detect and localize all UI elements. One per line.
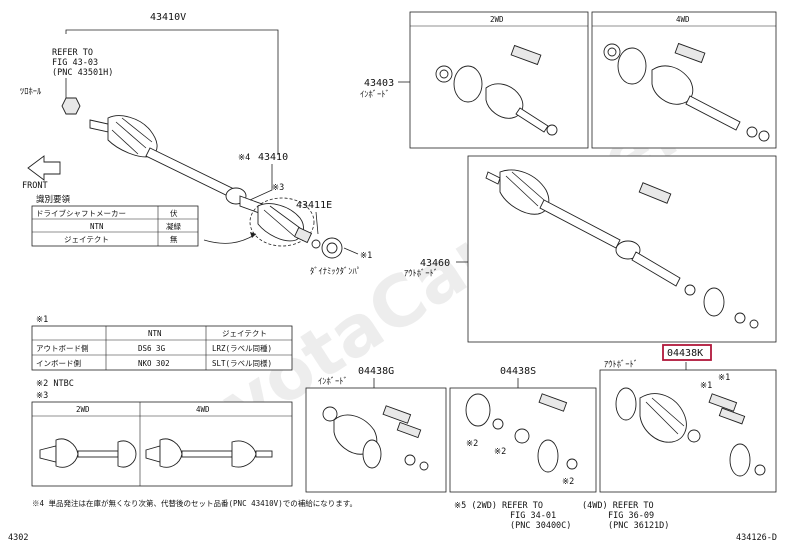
drive-shaft-assembly xyxy=(89,115,263,215)
note4: ※4 単品発注は在庫が無くなり次第、代替後のセット品番(PNC 43410V)で… xyxy=(32,498,357,508)
refer2-line2: FIG 34-01 xyxy=(510,511,556,521)
label-outboard2: ｱｳﾄﾎﾞｰﾄﾞ xyxy=(604,360,638,370)
inner-joint xyxy=(257,203,313,244)
parts-cell-0-0: アウトボード側 xyxy=(36,343,89,353)
label-inboard: ｲﾝﾎﾞｰﾄﾞ xyxy=(360,90,390,100)
parts-cell-0-1: DS6 3G xyxy=(138,344,166,353)
box-04438g xyxy=(305,387,447,493)
footer-left: 4302 xyxy=(8,533,28,543)
note2: ※2 NTBC xyxy=(36,379,74,389)
refer3-line2: FIG 36-09 xyxy=(608,511,654,521)
box-04438k xyxy=(599,369,777,493)
refer3-line3: (PNC 36121D) xyxy=(608,521,669,531)
ident-cell-0-1: 伏 xyxy=(170,208,178,218)
label-43410: 43410 xyxy=(258,152,288,163)
detail-ellipse xyxy=(249,197,315,247)
compare-4wd: 4WD xyxy=(196,405,210,414)
tab-2wd: 2WD xyxy=(490,15,504,24)
hole-label: ﾂﾛﾎｰﾙ xyxy=(20,87,42,97)
ident-cell-1-0: NTN xyxy=(90,222,104,231)
refer2-line3: (PNC 30400C) xyxy=(510,521,571,531)
ident-cell-0-0: ドライブシャフトメーカー xyxy=(36,208,126,218)
ident-title: 識別要領 xyxy=(36,194,71,205)
parts-cell-1-1: NKO 302 xyxy=(138,359,170,368)
label-04438k: 04438K xyxy=(667,348,703,359)
hub-nut xyxy=(61,97,81,115)
highlight-04438k xyxy=(662,344,712,361)
parts-header-jtekt: ジェイテクト xyxy=(222,329,267,338)
refer1-line2: FIG 43-03 xyxy=(52,58,98,68)
note1-title: ※1 xyxy=(36,315,48,325)
mark1-k2: ※1 xyxy=(718,373,730,383)
box-outboard xyxy=(467,155,777,343)
label-43410v: 43410V xyxy=(150,12,186,23)
refer3-line1: (4WD) REFER TO xyxy=(582,501,654,511)
leader-43410v xyxy=(65,29,279,155)
parts-cell-1-0: インボード側 xyxy=(36,358,81,368)
parts-table: NTN ジェイテクト アウトボード側 DS6 3G LRZ(ラベル同種) インボ… xyxy=(31,325,293,371)
refer2-line1: ※5 (2WD) REFER TO xyxy=(454,501,543,511)
ident-arrow xyxy=(203,233,257,244)
box-inboard-2wd: 2WD xyxy=(409,11,589,149)
label-43411e: 43411E xyxy=(296,200,332,211)
ident-cell-2-1: 無 xyxy=(170,234,178,244)
label-43403: 43403 xyxy=(364,78,394,89)
compare-2wd: 2WD xyxy=(76,405,90,414)
label-43460: 43460 xyxy=(420,258,450,269)
dynamic-damper-label: ﾀﾞｲﾅﾐｯｸﾀﾞﾝﾊﾟ xyxy=(310,267,361,277)
ident-cell-1-1: 凝緑 xyxy=(166,221,181,231)
shaft-compare-box: 2WD 4WD xyxy=(31,401,293,487)
ident-cell-2-0: ジェイテクト xyxy=(64,235,109,244)
note3-title: ※3 xyxy=(36,391,48,401)
tab-4wd: 4WD xyxy=(676,15,690,24)
label-04438g: 04438G xyxy=(358,366,394,377)
box-inboard-4wd: 4WD xyxy=(591,11,777,149)
mark3: ※3 xyxy=(272,183,284,193)
parts-header-ntn: NTN xyxy=(148,329,162,338)
front-label: FRONT xyxy=(22,181,48,191)
footer-right: 434126-D xyxy=(736,533,777,543)
mark1-k1: ※1 xyxy=(700,381,712,391)
ident-table: ドライブシャフトメーカー 伏 NTN 凝緑 ジェイテクト 無 xyxy=(31,205,199,247)
mark2-s1: ※2 xyxy=(466,439,478,449)
box-04438s xyxy=(449,387,597,493)
refer1-line1: REFER TO xyxy=(52,48,93,58)
mark1-damper: ※1 xyxy=(360,251,372,261)
label-inboard2: ｲﾝﾎﾞｰﾄﾞ xyxy=(318,377,348,387)
label-04438s: 04438S xyxy=(500,366,536,377)
parts-cell-1-2: SLT(ラベル同様) xyxy=(212,358,272,368)
front-arrow-icon xyxy=(27,155,61,181)
parts-cell-0-2: LRZ(ラベル同種) xyxy=(212,343,272,353)
mark2-s2: ※2 xyxy=(494,447,506,457)
label-outboard: ｱｳﾄﾎﾞｰﾄﾞ xyxy=(404,269,438,279)
mark4: ※4 xyxy=(238,153,250,163)
mark2-s3: ※2 xyxy=(562,477,574,487)
refer1-line3: (PNC 43501H) xyxy=(52,68,113,78)
